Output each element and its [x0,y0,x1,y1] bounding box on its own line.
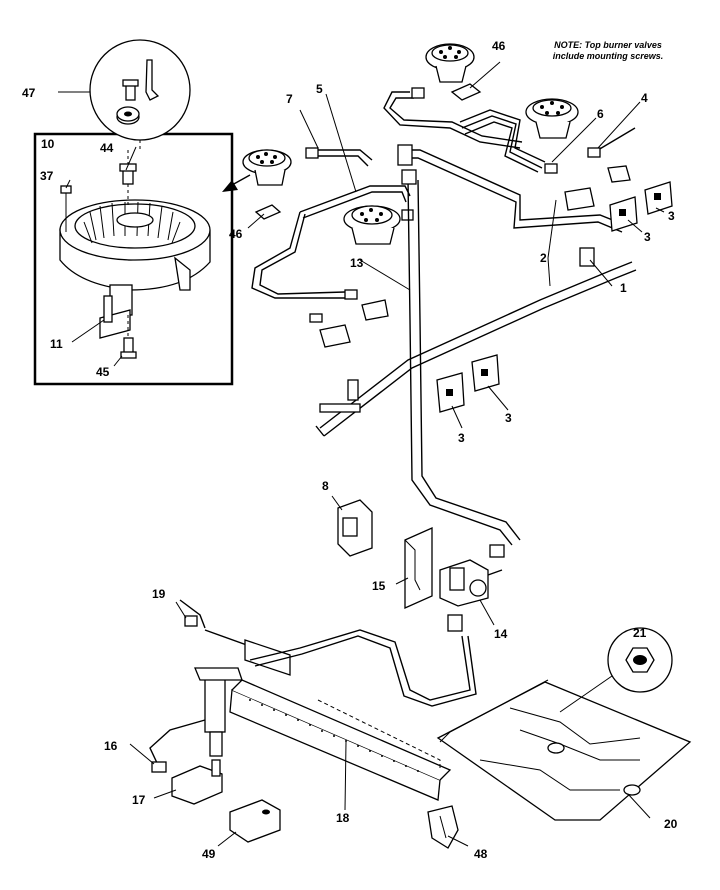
burner-clip-46-left [254,204,282,220]
label-49: 49 [202,847,216,861]
burner-head-right-rear [425,43,475,83]
label-44: 44 [100,141,114,155]
oven-burner-18 [194,667,452,801]
pad-3-center-left [436,372,465,413]
supply-pipe-13 [401,169,521,558]
label-2: 2 [540,251,547,265]
oven-baffle-20 [436,679,692,821]
igniter-harness-19 [179,599,291,676]
label-37: 37 [40,169,54,183]
igniter-bracket-49 [229,799,281,843]
label-13: 13 [350,256,364,270]
label-16: 16 [104,739,118,753]
label-8: 8 [322,479,329,493]
note-line-2: include mounting screws. [552,51,664,61]
label-3-center-left: 3 [458,431,465,445]
manifold-pipe [309,144,637,437]
oven-supply-tube [249,614,477,707]
part-number-labels: 47 10 44 37 11 45 7 5 46 6 4 46 13 2 1 3… [22,39,678,861]
leader-lines [58,61,665,847]
igniter-wire-16 [149,719,206,773]
burner-head-center [343,205,401,245]
label-45: 45 [96,365,110,379]
label-17: 17 [132,793,146,807]
burner-base-assembly [59,150,211,359]
mounting-note: NOTE: Top burner valves include mounting… [528,40,688,62]
label-20: 20 [664,817,678,831]
label-6: 6 [597,107,604,121]
note-line-1: NOTE: Top burner valves [554,40,662,50]
label-3-right: 3 [644,230,651,244]
label-4: 4 [641,91,648,105]
label-10: 10 [41,137,55,151]
nut-21-detail [559,627,673,713]
magnified-circle-47 [89,39,191,150]
label-5: 5 [316,82,323,96]
part-14-regulator [439,559,503,607]
label-7: 7 [286,92,293,106]
pad-3-far-right [644,181,673,215]
label-18: 18 [336,811,350,825]
part-15-bracket [404,526,433,610]
clip-48 [427,805,459,849]
burner-clip-46-upper [450,83,482,101]
label-47: 47 [22,86,36,100]
label-3-center-right: 3 [505,411,512,425]
label-19: 19 [152,587,166,601]
burner-head-left-rear [242,149,292,186]
label-11: 11 [50,337,63,351]
label-3-far-right: 3 [668,209,675,223]
label-1: 1 [620,281,627,295]
label-15: 15 [372,579,386,593]
igniter-17 [171,759,223,805]
burner-head-right-front [525,98,579,139]
part-8-cover [337,499,373,557]
pad-3-right [609,196,638,232]
label-46-top: 46 [492,39,506,53]
label-14: 14 [494,627,508,641]
label-46-left: 46 [229,227,243,241]
pad-3-center-right [471,354,500,392]
label-48: 48 [474,847,488,861]
label-21: 21 [633,626,647,640]
